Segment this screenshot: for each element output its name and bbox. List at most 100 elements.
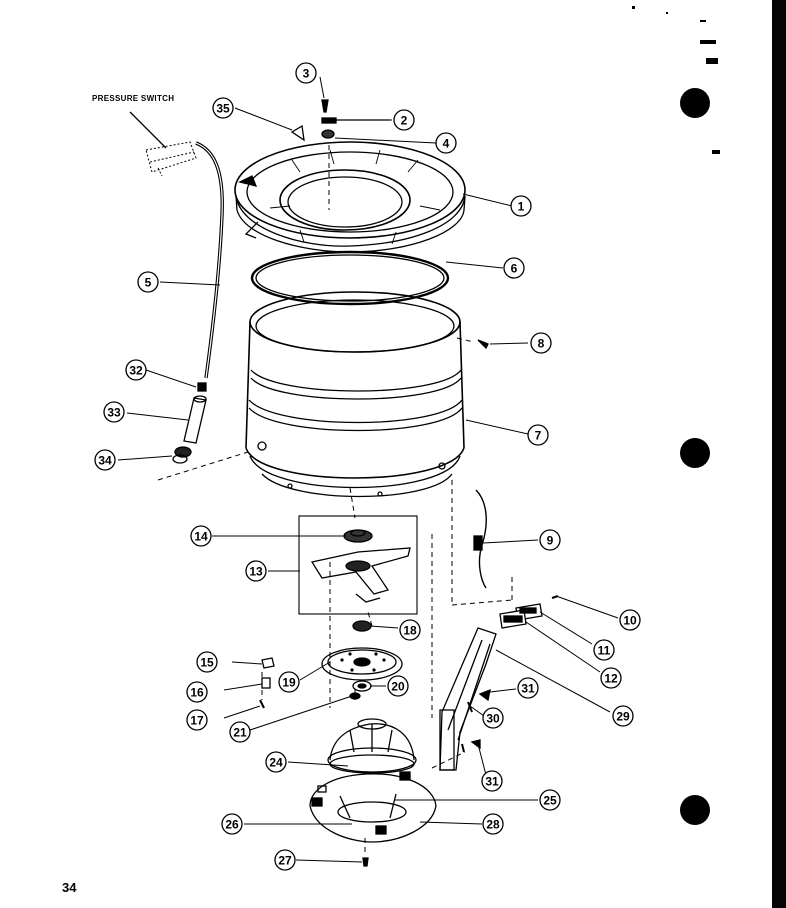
callout-19: 19 — [278, 671, 300, 693]
pressure-switch-part — [145, 141, 197, 177]
svg-text:24: 24 — [269, 756, 283, 770]
air-dome — [183, 397, 207, 444]
svg-text:12: 12 — [604, 672, 618, 686]
svg-text:6: 6 — [511, 262, 518, 276]
svg-text:4: 4 — [443, 137, 450, 151]
clip-35 — [290, 124, 305, 142]
callout-27: 27 — [274, 849, 296, 871]
svg-text:29: 29 — [616, 710, 630, 724]
pulley-19 — [321, 647, 403, 681]
svg-text:17: 17 — [190, 714, 204, 728]
callouts: 1 2 3 4 5 6 7 8 9 10 11 12 13 14 15 16 1… — [94, 62, 641, 871]
pulley-parts — [259, 620, 403, 709]
hose-clamp — [197, 382, 207, 392]
tub-cover-gasket — [250, 250, 450, 306]
pressure-hose — [195, 141, 224, 379]
base-pan — [309, 771, 437, 867]
callout-10: 10 — [619, 609, 641, 631]
drive-base — [327, 718, 417, 774]
air-dome-nut — [172, 446, 192, 464]
callout-28: 28 — [482, 813, 504, 835]
washer-4 — [321, 129, 335, 139]
callout-24: 24 — [265, 751, 287, 773]
callout-1: 1 — [510, 195, 532, 217]
svg-text:10: 10 — [623, 614, 637, 628]
svg-text:30: 30 — [486, 712, 500, 726]
callout-17: 17 — [186, 709, 208, 731]
callout-33: 33 — [103, 401, 125, 423]
callout-12: 12 — [600, 667, 622, 689]
tub-cover — [234, 141, 466, 253]
clip-15 — [261, 657, 275, 669]
callout-4: 4 — [435, 132, 457, 154]
svg-text:8: 8 — [538, 337, 545, 351]
svg-text:20: 20 — [391, 680, 405, 694]
callout-18: 18 — [399, 619, 421, 641]
scan-specks — [632, 6, 720, 154]
svg-text:5: 5 — [145, 276, 152, 290]
screw-3 — [321, 99, 329, 113]
assembly-box — [298, 515, 418, 615]
top-hardware — [290, 99, 489, 350]
bracket-2 — [321, 117, 337, 124]
callout-30: 30 — [482, 707, 504, 729]
screw-27 — [362, 857, 369, 867]
callout-15: 15 — [196, 651, 218, 673]
callout-11: 11 — [593, 639, 615, 661]
callout-6: 6 — [503, 257, 525, 279]
callout-34: 34 — [94, 449, 116, 471]
screw-17 — [259, 699, 265, 709]
svg-text:31: 31 — [485, 775, 499, 789]
support-leg — [439, 627, 497, 771]
callout-31-lower: 31 — [481, 770, 503, 792]
svg-text:27: 27 — [278, 854, 292, 868]
callout-14: 14 — [190, 525, 212, 547]
svg-text:28: 28 — [486, 818, 500, 832]
binder-hole-top — [680, 88, 710, 118]
transmission-assembly — [298, 515, 418, 615]
page-number: 34 — [62, 880, 77, 895]
drain-hose — [473, 489, 487, 589]
svg-text:35: 35 — [216, 102, 230, 116]
svg-text:14: 14 — [194, 530, 208, 544]
svg-text:26: 26 — [225, 818, 239, 832]
svg-text:15: 15 — [200, 656, 214, 670]
air-dome-parts — [172, 382, 207, 464]
callout-31-upper: 31 — [517, 677, 539, 699]
svg-text:13: 13 — [249, 565, 263, 579]
callout-16: 16 — [186, 681, 208, 703]
callout-20: 20 — [387, 675, 409, 697]
svg-text:33: 33 — [107, 406, 121, 420]
binder-hole-middle — [680, 438, 710, 468]
svg-text:16: 16 — [190, 686, 204, 700]
callout-3: 3 — [295, 62, 317, 84]
svg-text:9: 9 — [547, 534, 554, 548]
svg-text:32: 32 — [129, 364, 143, 378]
svg-text:34: 34 — [98, 454, 112, 468]
callout-9: 9 — [539, 529, 561, 551]
scan-edge-shadow — [772, 0, 786, 908]
callout-21: 21 — [229, 721, 251, 743]
outer-tub — [245, 291, 465, 498]
svg-text:21: 21 — [233, 726, 247, 740]
callout-35: 35 — [212, 97, 234, 119]
svg-text:3: 3 — [303, 67, 310, 81]
svg-text:2: 2 — [401, 114, 408, 128]
callout-32: 32 — [125, 359, 147, 381]
callout-26: 26 — [221, 813, 243, 835]
pressure-hose-highlight — [195, 142, 223, 379]
spider-13 — [310, 547, 411, 595]
nut-21 — [349, 692, 361, 700]
svg-text:1: 1 — [518, 200, 525, 214]
svg-text:18: 18 — [403, 624, 417, 638]
air-dome-top — [193, 395, 207, 403]
callout-25: 25 — [539, 789, 561, 811]
mounting-brackets — [499, 595, 559, 629]
callout-2: 2 — [393, 109, 415, 131]
clip-8 — [477, 339, 489, 350]
pressure-switch-leader — [129, 111, 167, 149]
pressure-switch-assembly: PRESSURE SWITCH — [92, 94, 224, 379]
svg-text:19: 19 — [282, 676, 296, 690]
